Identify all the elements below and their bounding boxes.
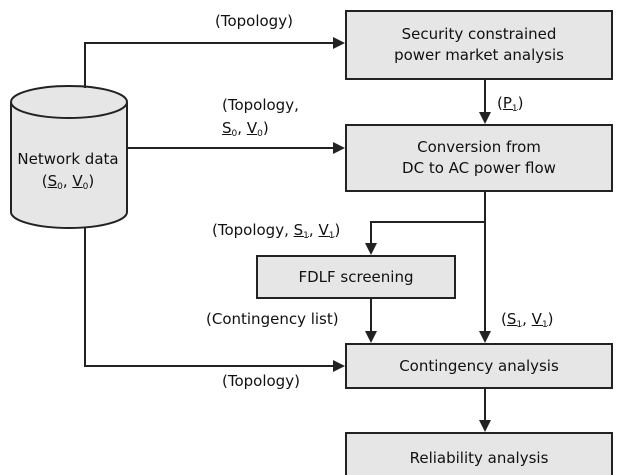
- s0-symbol: S0: [47, 172, 63, 192]
- connector-to-security: [84, 42, 334, 44]
- arrowhead-reliability: [479, 420, 491, 432]
- connector-db-down: [84, 228, 86, 367]
- arrowhead-s1v1: [479, 331, 491, 343]
- database-cylinder-icon: [10, 85, 128, 229]
- fdlf-box-label: FDLF screening: [298, 267, 414, 286]
- v0-symbol: V0: [72, 172, 89, 192]
- security-constrained-market-box: Security constrained power market analys…: [345, 10, 613, 80]
- connector-contingency-to-reliability: [484, 389, 486, 421]
- connector-branch-down: [370, 221, 372, 244]
- contingency-analysis-box: Contingency analysis: [345, 343, 613, 389]
- network-data-label: Network data (S0, V0): [12, 148, 124, 192]
- fdlf-screening-box: FDLF screening: [256, 255, 456, 299]
- connector-conversion-down: [484, 192, 486, 332]
- security-box-line1: Security constrained: [401, 25, 557, 43]
- label-p1: (P1): [497, 94, 524, 114]
- connector-db-to-contingency: [84, 365, 334, 367]
- security-box-line2: power market analysis: [394, 46, 564, 64]
- connector-security-to-conversion: [484, 80, 486, 113]
- reliability-box-label: Reliability analysis: [409, 448, 549, 467]
- arrowhead-security: [333, 37, 345, 49]
- arrowhead-conversion: [333, 142, 345, 154]
- arrowhead-p1: [479, 112, 491, 124]
- label-topology-top: (Topology): [215, 12, 293, 30]
- contingency-box-label: Contingency analysis: [399, 356, 559, 375]
- label-topology-s0-v0: (Topology, S0, V0): [222, 94, 299, 140]
- connector-fdlf-to-contingency: [370, 299, 372, 332]
- label-topology-s0-v0-line1: (Topology,: [222, 96, 299, 114]
- arrowhead-contingency-list: [365, 331, 377, 343]
- network-data-title: Network data: [17, 150, 119, 168]
- network-data-symbols: (S0, V0): [41, 172, 95, 192]
- conversion-box-line2: DC to AC power flow: [402, 159, 556, 177]
- label-topology-s1-v1: (Topology, S1, V1): [212, 221, 341, 241]
- label-contingency-list: (Contingency list): [206, 310, 339, 328]
- connector-db-up: [84, 42, 86, 88]
- conversion-dc-ac-box: Conversion from DC to AC power flow: [345, 124, 613, 192]
- arrowhead-contingency-topology: [333, 360, 345, 372]
- label-s1-v1: (S1, V1): [501, 310, 554, 330]
- label-topology-bottom: (Topology): [222, 372, 300, 390]
- reliability-analysis-box: Reliability analysis: [345, 432, 613, 475]
- conversion-box-line1: Conversion from: [417, 138, 541, 156]
- label-s0-v0-symbols: S0, V0): [222, 119, 269, 139]
- arrowhead-fdlf: [365, 243, 377, 255]
- connector-branch-to-fdlf: [370, 221, 486, 223]
- connector-db-to-conversion: [128, 147, 334, 149]
